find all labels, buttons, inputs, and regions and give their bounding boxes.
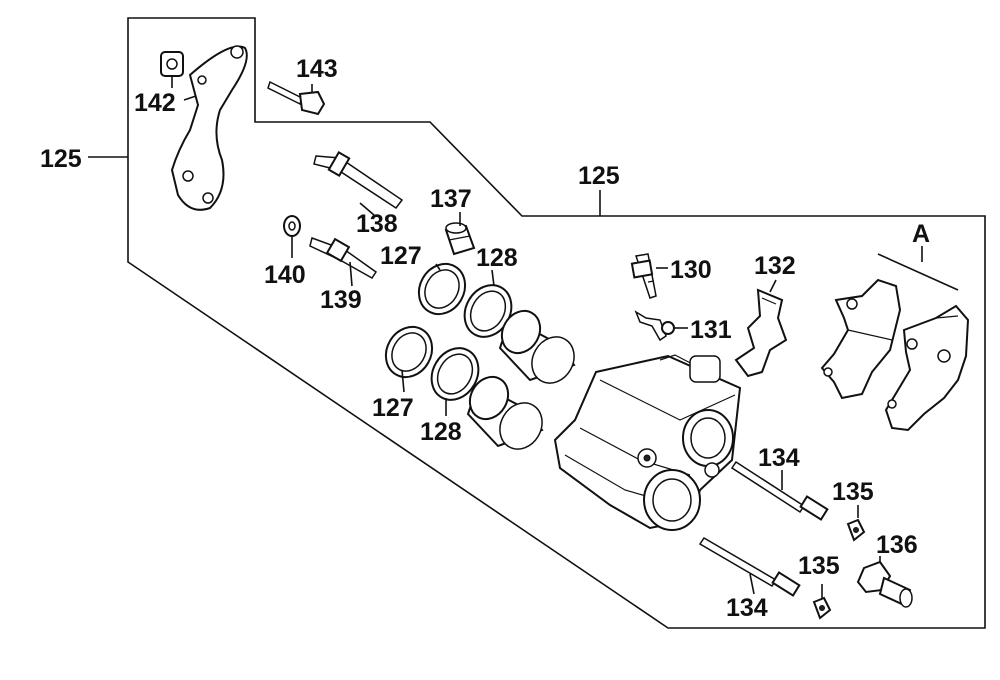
label-128-top: 128 (476, 244, 518, 272)
bolt-143 (267, 80, 326, 116)
label-135-bottom: 135 (798, 552, 840, 580)
assembly-boundary (127, 17, 986, 629)
cap-137 (444, 222, 476, 256)
label-127-top: 127 (380, 242, 422, 270)
label-134-bottom: 134 (726, 594, 768, 622)
label-132: 132 (754, 252, 796, 280)
pad-pin-134-top (730, 460, 829, 521)
label-137: 137 (430, 185, 472, 213)
label-131: 131 (690, 316, 732, 344)
label-136: 136 (876, 531, 918, 559)
slide-pin-139 (309, 237, 378, 279)
caliper-body (553, 354, 742, 531)
label-130: 130 (670, 256, 712, 284)
label-143: 143 (296, 55, 338, 83)
brake-pads-set-a (820, 278, 970, 432)
pad-spring-132 (734, 288, 788, 378)
caliper-bracket (170, 45, 248, 211)
bleeder-130 (630, 253, 657, 299)
plug-135-bottom (812, 596, 832, 620)
pad-pin-134-bottom (698, 536, 801, 597)
label-128-bottom: 128 (420, 418, 462, 446)
plug-135-top (846, 518, 866, 542)
label-139: 139 (320, 286, 362, 314)
label-127-bottom: 127 (372, 394, 414, 422)
label-140: 140 (264, 261, 306, 289)
bracket-nut (160, 51, 184, 77)
label-142: 142 (134, 89, 176, 117)
label-135-top: 135 (832, 478, 874, 506)
piston-bottom (466, 375, 544, 450)
slide-pin-138 (313, 150, 404, 210)
clip-131 (634, 310, 675, 342)
bolt-136 (856, 560, 913, 608)
label-125-left: 125 (40, 145, 82, 173)
piston-top (498, 309, 576, 384)
label-138: 138 (356, 210, 398, 238)
label-pad-set-a: A (912, 220, 930, 248)
label-125-top: 125 (578, 162, 620, 190)
label-134-top: 134 (758, 444, 800, 472)
